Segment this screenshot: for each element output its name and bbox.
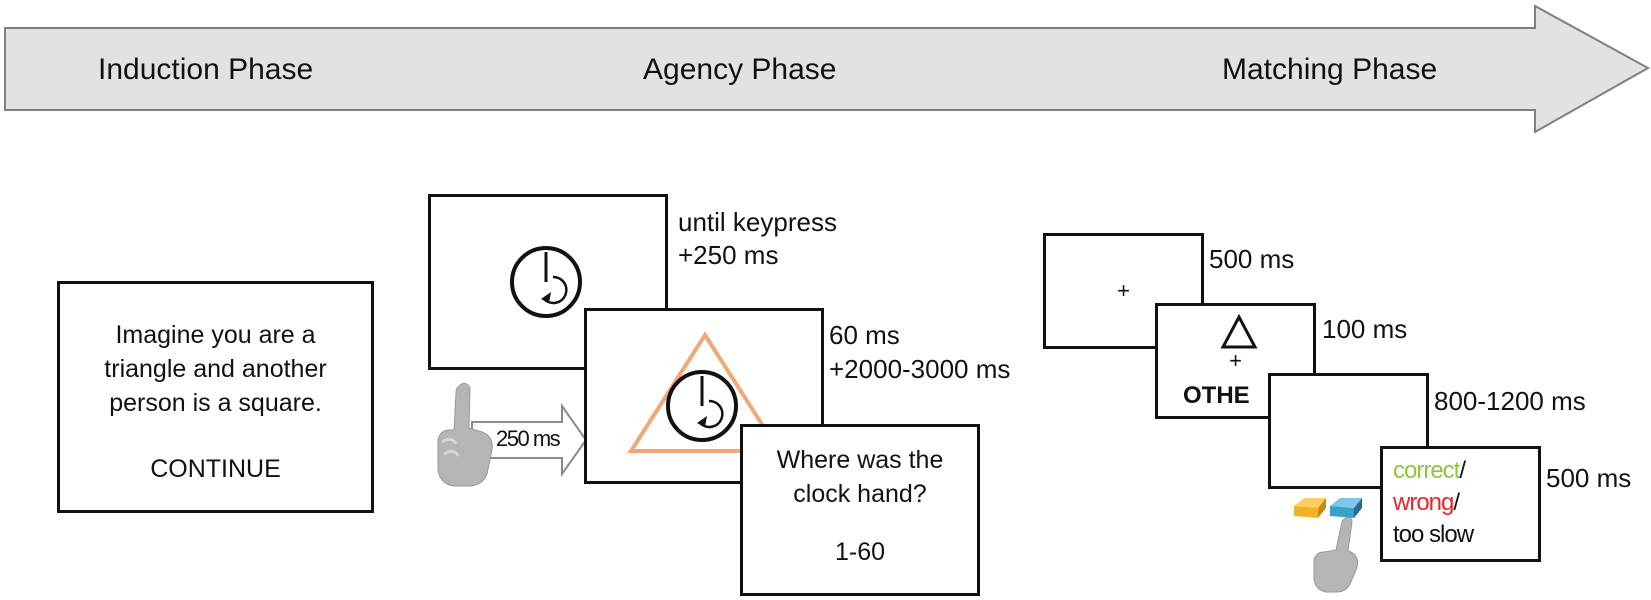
stimulus-label: OTHE [1183, 382, 1250, 409]
answer-range: 1-60 [834, 538, 886, 566]
pointing-hand-icon [1313, 517, 1359, 593]
clock-timing-2: +250 ms [678, 240, 779, 270]
clock-icon [666, 370, 738, 442]
feedback-sep-1: / [1459, 457, 1466, 484]
feedback-too-slow: too slow [1393, 521, 1474, 548]
instruction-line-3: person is a square. [109, 389, 322, 417]
blank-timing: 800-1200 ms [1434, 386, 1586, 416]
pointing-hand-icon [437, 382, 493, 487]
clock-icon [510, 246, 582, 318]
question-screen: Where was the clock hand? 1-60 [740, 424, 980, 596]
question-line-1: Where was the [776, 446, 944, 474]
continue-button[interactable]: CONTINUE [150, 455, 281, 483]
stimulus-fixation: + [1229, 348, 1242, 373]
triangle-icon [1220, 314, 1258, 349]
triangle-clock-screen [584, 308, 824, 484]
stimulus-timing: 100 ms [1322, 314, 1408, 344]
triangle-timing-2: +2000-3000 ms [829, 354, 1011, 384]
feedback-screen: correct/ wrong/ too slow [1380, 446, 1541, 562]
feedback-sep-2: / [1453, 489, 1460, 516]
induction-screen: Imagine you are a triangle and another p… [57, 281, 374, 513]
phase-label-matching: Matching Phase [1222, 53, 1438, 86]
press-delay-label: 250 ms [496, 426, 561, 451]
triangle-icon [627, 331, 783, 453]
clock-timing-1: until keypress [678, 207, 837, 237]
phase-arrow [4, 4, 1651, 134]
fixation-timing: 500 ms [1209, 244, 1295, 274]
question-line-2: clock hand? [793, 480, 927, 508]
keyboard-keys-icon [1294, 498, 1362, 518]
feedback-wrong: wrong [1393, 489, 1454, 516]
phase-label-agency: Agency Phase [643, 53, 837, 86]
triangle-timing-1: 60 ms [829, 320, 900, 350]
phase-label-induction: Induction Phase [98, 53, 314, 86]
fixation-cross: + [1117, 278, 1130, 303]
instruction-line-1: Imagine you are a [115, 321, 316, 349]
feedback-correct: correct [1393, 457, 1460, 484]
feedback-timing: 500 ms [1546, 463, 1632, 493]
instruction-line-2: triangle and another [104, 355, 327, 383]
